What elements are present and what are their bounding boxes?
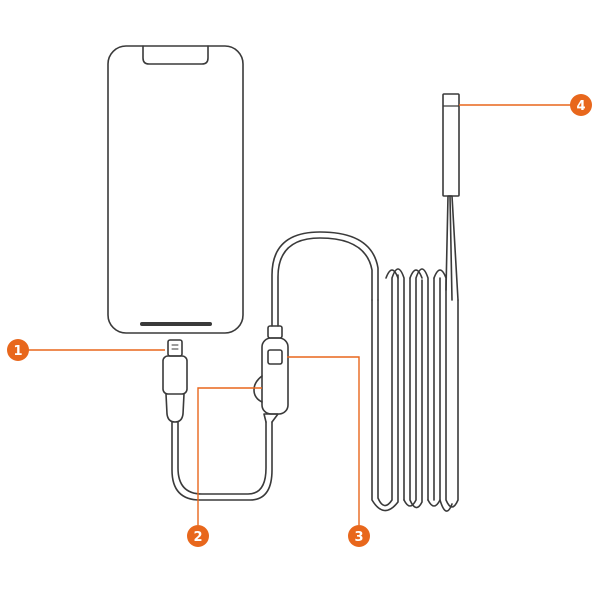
badge-circle: [348, 525, 370, 547]
short-cable: [171, 421, 273, 501]
coiled-cable: [371, 268, 459, 512]
arch-cable: [271, 231, 379, 327]
callout-badge-4: 4: [570, 94, 592, 116]
badge-circle: [187, 525, 209, 547]
probe-body: [442, 93, 460, 197]
adapter-module: [253, 325, 289, 423]
phone-notch: [142, 45, 209, 65]
connector-plug: [167, 339, 183, 357]
camera-probe-tip: [442, 93, 460, 197]
callout-badge-3: 3: [348, 525, 370, 547]
module-top-cap: [267, 325, 283, 339]
callout-badge-1: 1: [7, 339, 29, 361]
connector-housing: [162, 355, 188, 395]
callout-label-4: 4: [576, 99, 585, 114]
lightning-connector: [162, 339, 188, 423]
smartphone: [107, 45, 244, 334]
phone-body: [107, 45, 244, 334]
callout-label-2: 2: [193, 530, 202, 545]
callout-label-3: 3: [354, 530, 363, 545]
leader-line-3: [287, 356, 360, 525]
module-side-bump: [253, 375, 263, 403]
connector-strain-relief: [165, 393, 185, 423]
control-unit-button: [267, 349, 283, 365]
probe-cable: [445, 195, 459, 301]
badge-circle: [7, 339, 29, 361]
leader-line-2: [197, 387, 262, 525]
callout-badge-2: 2: [187, 525, 209, 547]
badge-circle: [570, 94, 592, 116]
callout-label-1: 1: [13, 344, 22, 359]
